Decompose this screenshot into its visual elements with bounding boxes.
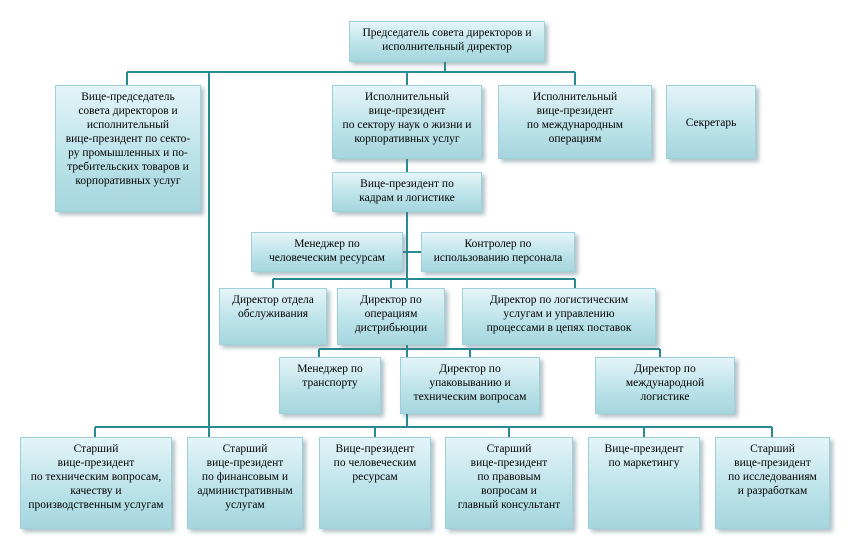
node-logistics-director: Директор по логистическим услугам и упра…	[462, 288, 656, 345]
node-vice-chairman: Вице-председатель совета директоров и ис…	[55, 85, 201, 212]
node-vp-hr-logistics: Вице-президент по кадрам и логистике	[332, 172, 482, 212]
node-evp-international: Исполнительный вице-президент по междуна…	[498, 85, 652, 159]
node-chairman: Председатель совета директоров и исполни…	[349, 21, 545, 62]
node-vp-human-resources: Вице-президент по человеческим ресурсам	[319, 437, 431, 529]
node-svp-research: Старший вице-президент по исследованиям …	[715, 437, 830, 529]
node-distribution-director: Директор по операциям дистрибьюции	[337, 288, 445, 345]
node-secretary: Секретарь	[666, 85, 756, 159]
node-hr-manager: Менеджер по человеческим ресурсам	[251, 232, 403, 272]
node-staff-controller: Контролер по использованию персонала	[421, 232, 575, 272]
node-svp-legal: Старший вице-президент по правовым вопро…	[445, 437, 573, 529]
node-packaging-director: Директор по упаковыванию и техническим в…	[400, 357, 540, 414]
node-vp-marketing: Вице-президент по маркетингу	[588, 437, 700, 529]
node-service-director: Директор отдела обслуживания	[219, 288, 327, 345]
node-intl-logistics-director: Директор по международной логистике	[595, 357, 735, 414]
node-evp-life-sciences: Исполнительный вице-президент по сектору…	[332, 85, 482, 159]
node-transport-manager: Менеджер по транспорту	[279, 357, 381, 414]
node-svp-technical: Старший вице-президент по техническим во…	[20, 437, 172, 529]
node-svp-finance: Старший вице-президент по финансовым и а…	[187, 437, 303, 529]
